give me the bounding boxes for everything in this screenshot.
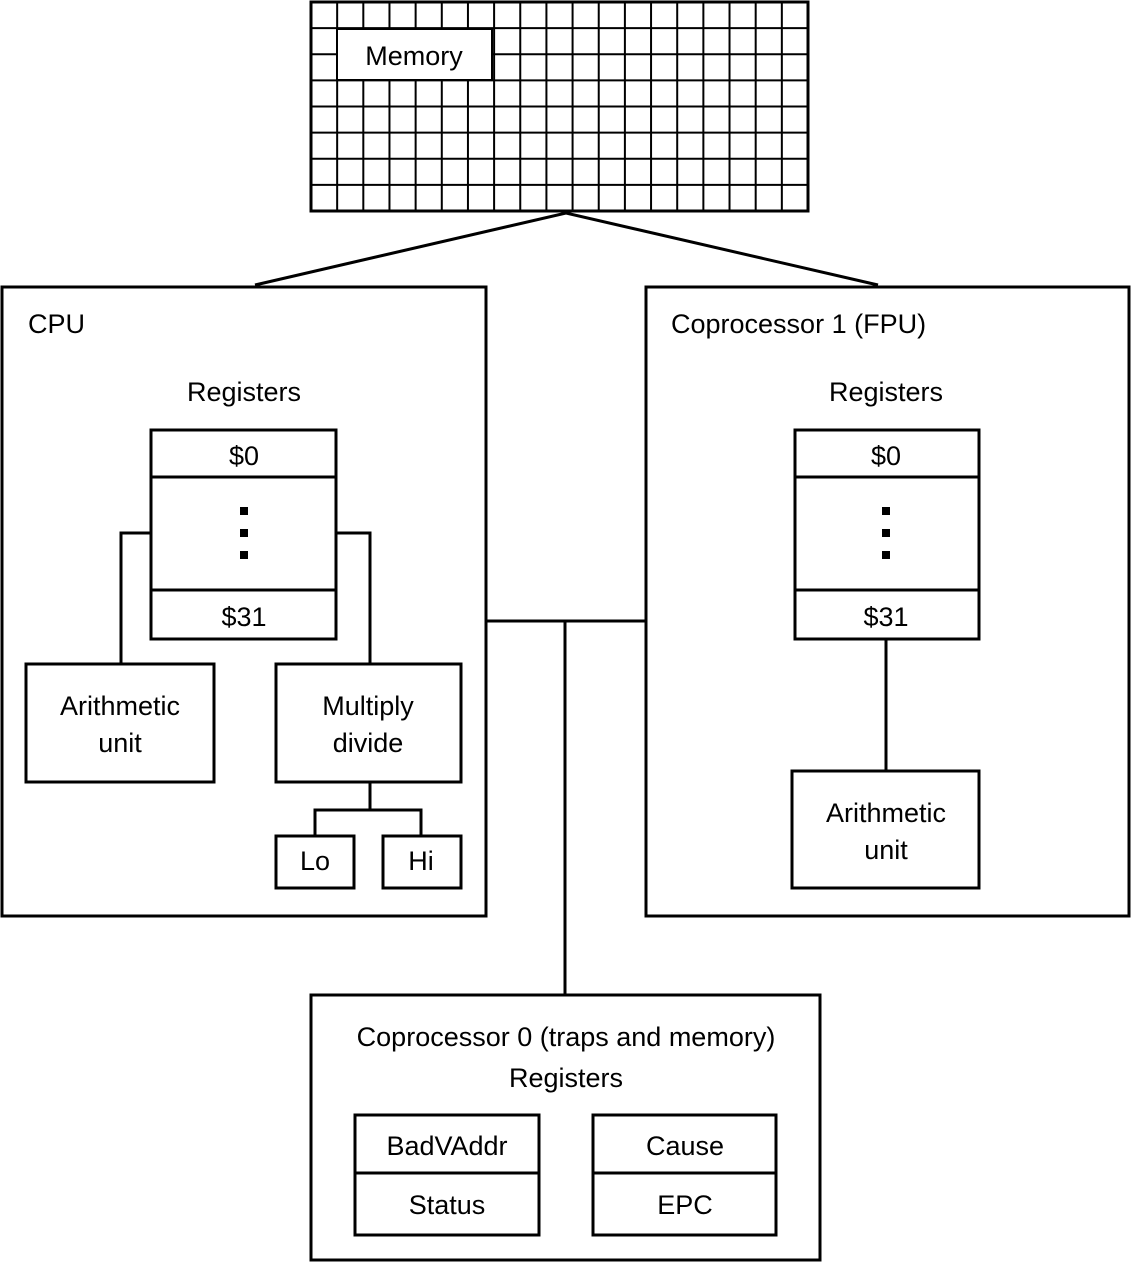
fpu-register-ellipsis-dot <box>882 529 890 537</box>
cpu-arithmetic-unit-line2: unit <box>98 728 142 758</box>
cp0-register-group-right <box>591 1113 778 1237</box>
cpu-registers-heading: Registers <box>187 377 301 407</box>
cpu-block: CPU Registers $0 $31 Arithmetic unit Mul… <box>0 285 488 918</box>
cpu-box <box>0 285 488 918</box>
fpu-block: Coprocessor 1 (FPU) Registers $0 $31 Ari… <box>644 285 1131 918</box>
cp0-register-cause: Cause <box>646 1131 724 1161</box>
lo-register <box>274 834 356 890</box>
cp0-registers-heading: Registers <box>509 1063 623 1093</box>
fpu-registers-heading: Registers <box>829 377 943 407</box>
cpu-arithmetic-unit <box>24 662 216 784</box>
fpu-register-ellipsis-dot <box>882 551 890 559</box>
cpu-register-last: $31 <box>221 602 266 632</box>
cp0-register-status: Status <box>409 1190 486 1220</box>
cpu-register-to-muldiv-wire <box>336 531 372 664</box>
hi-register-label: Hi <box>408 846 434 876</box>
cp0-register-group-left <box>353 1113 541 1237</box>
memory-connection <box>254 211 879 287</box>
hi-register <box>381 834 463 890</box>
cpu-register-ellipsis-dot <box>240 529 248 537</box>
cpu-register-ellipsis-dot <box>240 551 248 559</box>
lo-hi-fork-wire <box>313 808 423 836</box>
fpu-title: Coprocessor 1 (FPU) <box>671 309 926 339</box>
fpu-register-last: $31 <box>863 602 908 632</box>
fpu-register-first: $0 <box>871 441 901 471</box>
cp0-register-badvaddr: BadVAddr <box>386 1131 507 1161</box>
cpu-multiply-divide-unit <box>274 662 463 784</box>
memory-gridlines <box>311 2 808 211</box>
memory-label: Memory <box>365 41 463 71</box>
fpu-arithmetic-unit <box>790 769 981 890</box>
cpu-register-first: $0 <box>229 441 259 471</box>
fpu-arithmetic-unit-line2: unit <box>864 835 908 865</box>
lo-register-label: Lo <box>300 846 330 876</box>
cpu-multiply-divide-line1: Multiply <box>322 691 414 721</box>
cp0-box <box>309 993 822 1262</box>
fpu-box <box>644 285 1131 918</box>
cp0-block: Coprocessor 0 (traps and memory) Registe… <box>309 993 822 1262</box>
cpu-register-ellipsis-dot <box>240 507 248 515</box>
memory-label-box <box>336 28 493 81</box>
cpu-multiply-divide-line2: divide <box>333 728 404 758</box>
fpu-arithmetic-unit-line1: Arithmetic <box>826 798 946 828</box>
cpu-arithmetic-unit-line1: Arithmetic <box>60 691 180 721</box>
cpu-register-to-alu-wire <box>119 531 151 664</box>
cp0-register-epc: EPC <box>657 1190 713 1220</box>
cpu-title: CPU <box>28 309 85 339</box>
memory-grid: Memory <box>309 0 810 213</box>
fpu-register-ellipsis-dot <box>882 507 890 515</box>
cp0-title: Coprocessor 0 (traps and memory) <box>357 1022 776 1052</box>
